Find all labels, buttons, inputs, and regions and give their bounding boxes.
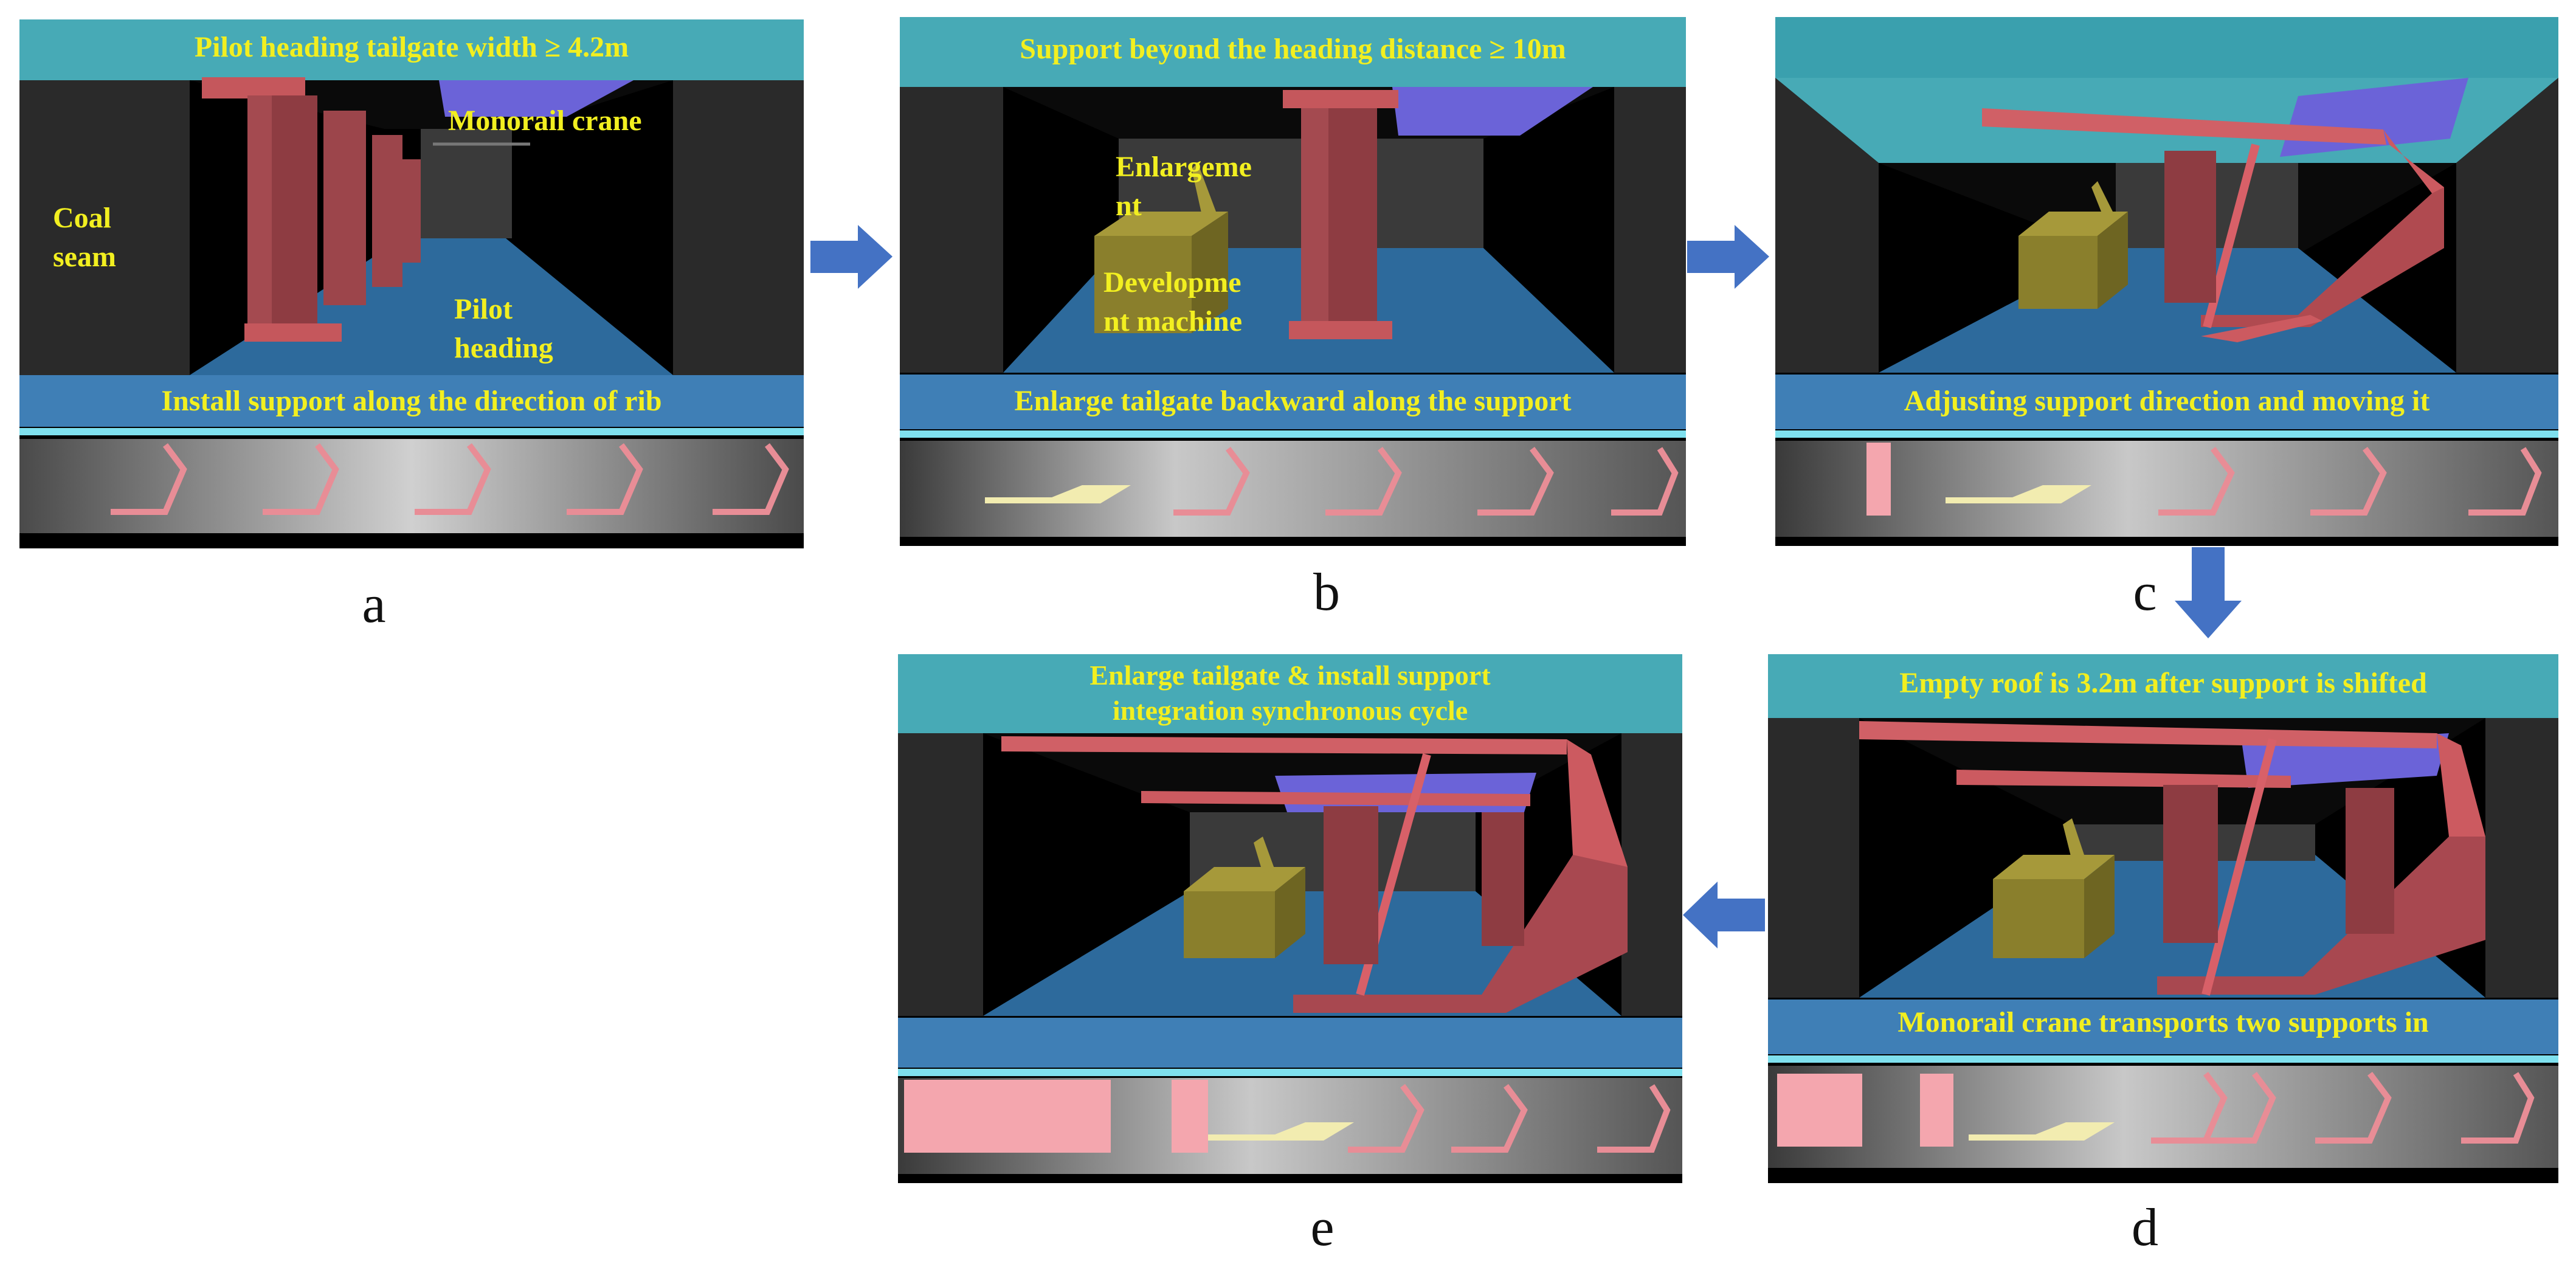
panel-c-letter: c xyxy=(2133,563,2157,622)
panel-d: Empty roof is 3.2m after support is shif… xyxy=(1768,654,2558,1183)
coal-seam-label: Coal seam xyxy=(53,202,116,273)
monorail-crane-label: Monorail crane xyxy=(448,105,642,137)
panel-d-bottom-caption: Monorail crane transports two supports i… xyxy=(1897,1006,2429,1038)
panel-b-letter: b xyxy=(1313,563,1340,622)
panel-d-top-caption: Empty roof is 3.2m after support is shif… xyxy=(1899,667,2427,699)
pilot-heading-label: Pilot heading xyxy=(454,293,553,364)
panel-e-letter: e xyxy=(1310,1198,1335,1257)
panel-b: Support beyond the heading distance ≥ 10… xyxy=(900,17,1686,546)
arrow-right-icon xyxy=(810,225,893,289)
panel-d-scene xyxy=(1768,654,2558,1183)
panel-a: Pilot heading tailgate width ≥ 4.2m Mono… xyxy=(19,19,804,548)
panel-a-top-caption: Pilot heading tailgate width ≥ 4.2m xyxy=(194,31,629,63)
panel-e-top-caption: Enlarge tailgate & install support integ… xyxy=(1089,660,1491,726)
panel-c-scene xyxy=(1775,17,2558,546)
panel-e-scene xyxy=(898,654,1682,1183)
panel-b-scene xyxy=(900,17,1686,546)
panel-e: Enlarge tailgate & install support integ… xyxy=(898,654,1682,1183)
arrow-down-icon xyxy=(2175,547,2242,638)
development-machine-label: Developme nt machine xyxy=(1103,266,1242,337)
panel-a-letter: a xyxy=(362,575,386,634)
arrow-left-icon xyxy=(1683,882,1765,948)
arrow-right-icon xyxy=(1687,225,1769,289)
panel-c: Adjusting support direction and moving i… xyxy=(1775,17,2558,546)
panel-a-scene xyxy=(19,19,804,548)
enlargement-label: Enlargeme nt xyxy=(1116,151,1252,222)
panel-b-bottom-caption: Enlarge tailgate backward along the supp… xyxy=(1014,385,1572,417)
panel-c-bottom-caption: Adjusting support direction and moving i… xyxy=(1904,385,2430,417)
panel-d-letter: d xyxy=(2132,1198,2158,1257)
panel-a-bottom-caption: Install support along the direction of r… xyxy=(161,385,662,417)
panel-b-top-caption: Support beyond the heading distance ≥ 10… xyxy=(1020,33,1566,65)
